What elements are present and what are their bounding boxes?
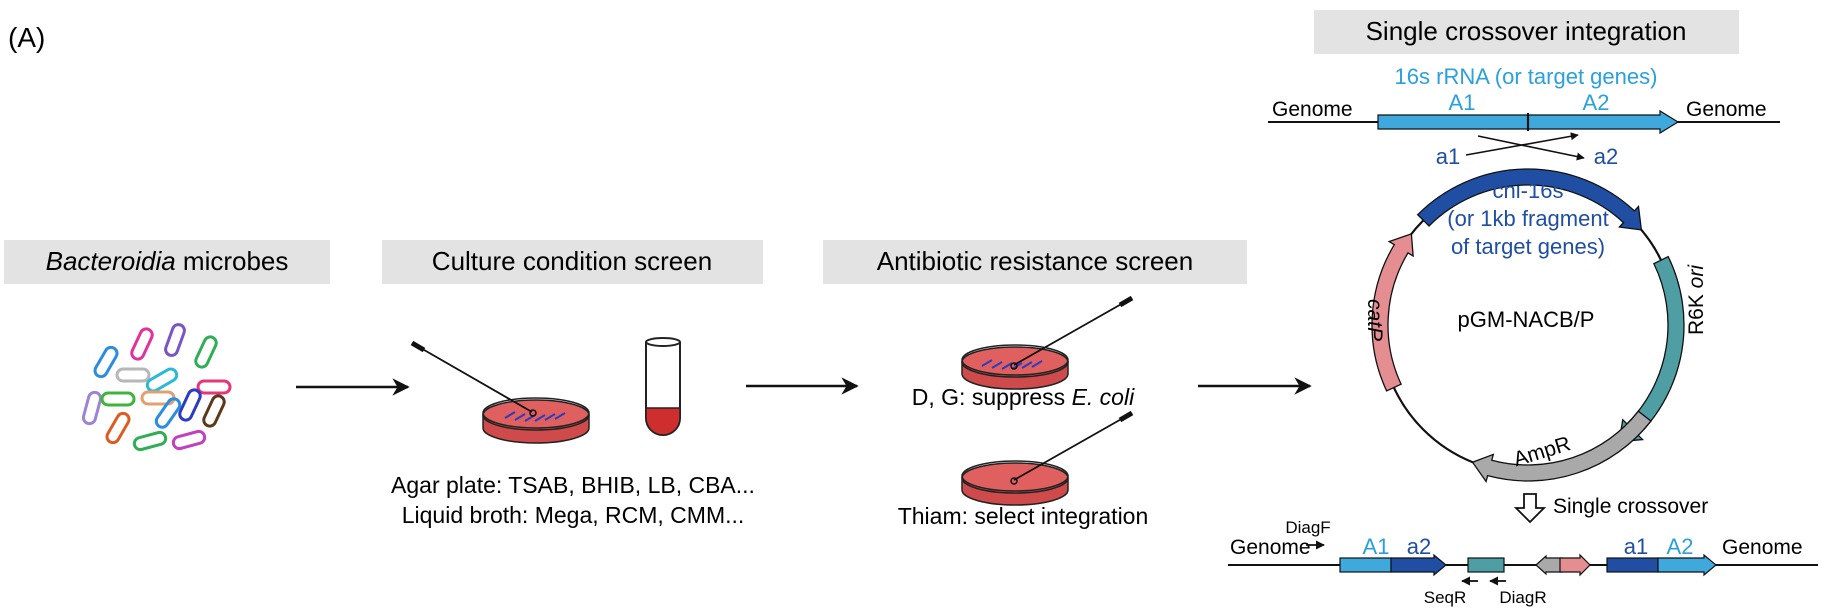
diagr-label: DiagR <box>1499 588 1546 607</box>
microbes-title: Bacteroidia microbes <box>46 246 289 276</box>
bacterium-rod <box>145 367 179 393</box>
antibiotic-caption-2: Thiam: select integration <box>898 503 1149 529</box>
upper-A2-segment <box>1527 109 1680 135</box>
antibiotic-caption-1: D, G: suppress E. coli <box>912 384 1135 410</box>
plasmid-name: pGM-NACB/P <box>1458 307 1595 332</box>
chi-16s-note-1: (or 1kb fragment <box>1447 206 1608 231</box>
plasmid-features <box>1371 168 1685 483</box>
upper-A1-segment <box>1377 114 1529 130</box>
selection-plate-bottom-icon <box>961 410 1134 506</box>
catp-segment <box>1371 232 1414 392</box>
result-ori-segment <box>1467 557 1505 573</box>
target-genes-label: 16s rRNA (or target genes) <box>1395 64 1658 89</box>
bacterium-rod <box>164 323 186 357</box>
crossover-line-2 <box>1477 135 1585 161</box>
bacterium-rod <box>196 379 232 395</box>
crossover-down-arrow-icon <box>1513 493 1547 524</box>
bacterium-rod <box>132 430 168 452</box>
upper-genome-left-label: Genome <box>1272 98 1353 121</box>
bacterium-rod <box>115 367 151 383</box>
culture-agar-text: Agar plate: TSAB, BHIB, LB, CBA... <box>391 472 755 498</box>
diagf-label: DiagF <box>1285 518 1330 537</box>
bacterium-rod <box>93 345 119 379</box>
lower-a2-label: a2 <box>1594 144 1618 169</box>
antibiotic-title-box <box>823 240 1247 284</box>
antibiotic-title: Antibiotic resistance screen <box>877 246 1193 276</box>
chi-16s-note-2: of target genes) <box>1451 234 1605 259</box>
result-ampr-segment <box>1535 554 1563 576</box>
bacterium-rod <box>202 394 226 428</box>
upper-A2-label: A2 <box>1583 90 1610 115</box>
bacterium-rod <box>130 327 154 361</box>
panel-label: (A) <box>8 22 45 53</box>
result-a1-label: a1 <box>1624 534 1648 559</box>
microbes-title-box <box>4 240 330 284</box>
culture-broth-text: Liquid broth: Mega, RCM, CMM... <box>402 502 745 528</box>
crossover-label: Single crossover <box>1553 495 1708 518</box>
bacterium-rod <box>178 388 202 422</box>
bacterium-rod <box>100 391 136 407</box>
integration-title-box <box>1314 10 1739 54</box>
r6k-ori-label: R6K ori <box>1685 264 1708 335</box>
result-a2-segment <box>1390 553 1447 577</box>
culture-title-box <box>382 240 763 284</box>
bacterium-rod <box>81 390 103 426</box>
bacterium-rod <box>105 411 131 445</box>
result-A2-segment <box>1657 553 1717 577</box>
chi-16s-label: chi-16s <box>1493 178 1564 203</box>
result-a2-label: a2 <box>1407 534 1431 559</box>
bacterium-rod <box>154 397 182 429</box>
lower-a1-label: a1 <box>1436 144 1460 169</box>
result-A1-segment <box>1339 557 1392 573</box>
result-genome-right-label: Genome <box>1722 536 1803 559</box>
result-A1-label: A1 <box>1363 534 1390 559</box>
bacteria-cluster <box>81 323 232 452</box>
result-genome-left-label: Genome <box>1230 536 1311 559</box>
test-tube-icon <box>645 337 681 436</box>
upper-A1-label: A1 <box>1449 90 1476 115</box>
catp-label: catP <box>1363 299 1386 341</box>
result-a1-segment <box>1606 557 1659 573</box>
bacterium-rod <box>171 429 207 451</box>
chi-16s-segment <box>1416 168 1643 231</box>
r6k-ori-segment <box>1618 255 1685 443</box>
ampr-segment <box>1471 410 1652 483</box>
culture-title: Culture condition screen <box>432 246 712 276</box>
seqr-label: SeqR <box>1424 588 1467 607</box>
agar-plate-icon <box>410 340 590 444</box>
bacterium-rod <box>194 335 218 369</box>
result-catp-segment <box>1559 553 1591 577</box>
upper-genome-right-label: Genome <box>1686 98 1767 121</box>
result-A2-label: A2 <box>1667 534 1694 559</box>
selection-plate-top-icon <box>961 295 1134 390</box>
integration-title: Single crossover integration <box>1366 16 1687 46</box>
